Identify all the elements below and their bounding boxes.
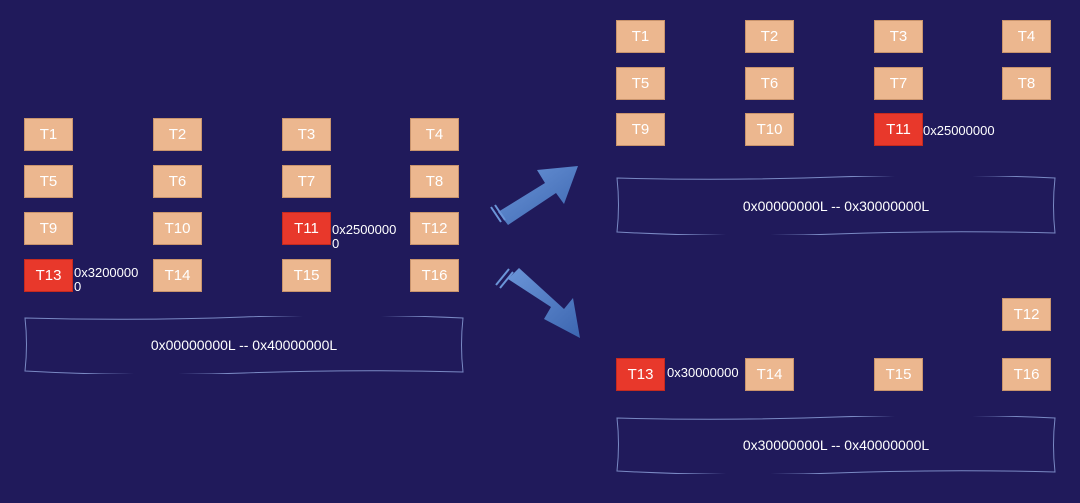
top-address-range: 0x00000000L -- 0x30000000L bbox=[616, 176, 1056, 235]
bottom-tile-t13: T13 bbox=[616, 358, 665, 391]
bottom-tile-t16: T16 bbox=[1002, 358, 1051, 391]
top-tile-t9: T9 bbox=[616, 113, 665, 146]
arrow-down-right-icon bbox=[495, 268, 580, 338]
left-tile-t2: T2 bbox=[153, 118, 202, 151]
bottom-tile-t14: T14 bbox=[745, 358, 794, 391]
left-tile-t8: T8 bbox=[410, 165, 459, 198]
left-tile-t13: T13 bbox=[24, 259, 73, 292]
bottom-range-label: 0x30000000L -- 0x40000000L bbox=[742, 437, 930, 453]
bottom-address-range: 0x30000000L -- 0x40000000L bbox=[616, 416, 1056, 474]
left-tile-t4: T4 bbox=[410, 118, 459, 151]
bottom-tile-t12: T12 bbox=[1002, 298, 1051, 331]
left-tile-t15: T15 bbox=[282, 259, 331, 292]
top-tile-t8: T8 bbox=[1002, 67, 1051, 100]
top-t11-address: 0x25000000 bbox=[923, 123, 995, 138]
left-range-border bbox=[24, 316, 464, 374]
top-tile-t2: T2 bbox=[745, 20, 794, 53]
top-tile-t4: T4 bbox=[1002, 20, 1051, 53]
bottom-range-border bbox=[616, 416, 1056, 474]
top-range-label: 0x00000000L -- 0x30000000L bbox=[742, 197, 930, 214]
top-tile-t11: T11 bbox=[874, 113, 923, 146]
left-t11-address: 0x25000000 bbox=[332, 222, 397, 251]
top-tile-t1: T1 bbox=[616, 20, 665, 53]
left-tile-t3: T3 bbox=[282, 118, 331, 151]
top-tile-t5: T5 bbox=[616, 67, 665, 100]
top-tile-t10: T10 bbox=[745, 113, 794, 146]
left-tile-t12: T12 bbox=[410, 212, 459, 245]
left-tile-t11: T11 bbox=[282, 212, 331, 245]
left-tile-t16: T16 bbox=[410, 259, 459, 292]
bottom-t13-address: 0x30000000 bbox=[667, 365, 739, 380]
left-tile-t1: T1 bbox=[24, 118, 73, 151]
left-address-range: 0x00000000L -- 0x40000000L bbox=[24, 316, 464, 374]
top-tile-t3: T3 bbox=[874, 20, 923, 53]
top-tile-t6: T6 bbox=[745, 67, 794, 100]
arrow-up-right-icon bbox=[490, 166, 578, 225]
left-tile-t14: T14 bbox=[153, 259, 202, 292]
left-tile-t6: T6 bbox=[153, 165, 202, 198]
bottom-tile-t15: T15 bbox=[874, 358, 923, 391]
left-tile-t7: T7 bbox=[282, 165, 331, 198]
left-tile-t10: T10 bbox=[153, 212, 202, 245]
top-tile-t7: T7 bbox=[874, 67, 923, 100]
left-t13-address: 0x32000000 bbox=[74, 265, 139, 294]
left-tile-t5: T5 bbox=[24, 165, 73, 198]
left-tile-t9: T9 bbox=[24, 212, 73, 245]
top-range-border bbox=[616, 176, 1056, 235]
left-range-label: 0x00000000L -- 0x40000000L bbox=[150, 337, 338, 353]
